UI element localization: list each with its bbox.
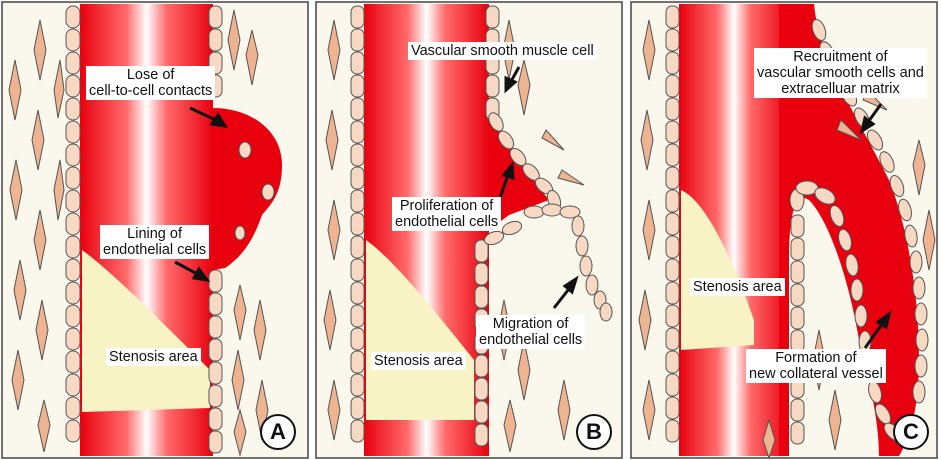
- panel-b-label-migration: Migration of endothelial cells: [476, 315, 585, 349]
- panel-b-left-endothelial-column: [351, 6, 364, 442]
- panel-a-label-stenosis: Stenosis area: [106, 348, 201, 366]
- panel-a-label-lose-contacts: Lose of cell-to-cell contacts: [86, 66, 215, 100]
- panel-b-label-vsmc: Vascular smooth muscle cell: [408, 42, 597, 60]
- panel-b-label-stenosis: Stenosis area: [371, 352, 466, 370]
- panel-c-label-stenosis: Stenosis area: [690, 278, 785, 296]
- panel-a-label-lining: Lining of endothelial cells: [100, 225, 209, 259]
- panel-b-label-proliferation: Proliferation of endothelial cells: [392, 197, 501, 231]
- panel-c-label-recruitment: Recruitment of vascular smooth cells and…: [754, 48, 927, 98]
- panel-c-left-endothelial-column: [666, 6, 679, 442]
- panel-c-letter-badge: C: [893, 414, 929, 450]
- panel-a-left-endothelial-column: [66, 6, 80, 442]
- panel-a-letter-badge: A: [260, 414, 296, 450]
- panel-b-letter-badge: B: [576, 414, 612, 450]
- panel-c-label-formation: Formation of new collateral vessel: [746, 349, 886, 383]
